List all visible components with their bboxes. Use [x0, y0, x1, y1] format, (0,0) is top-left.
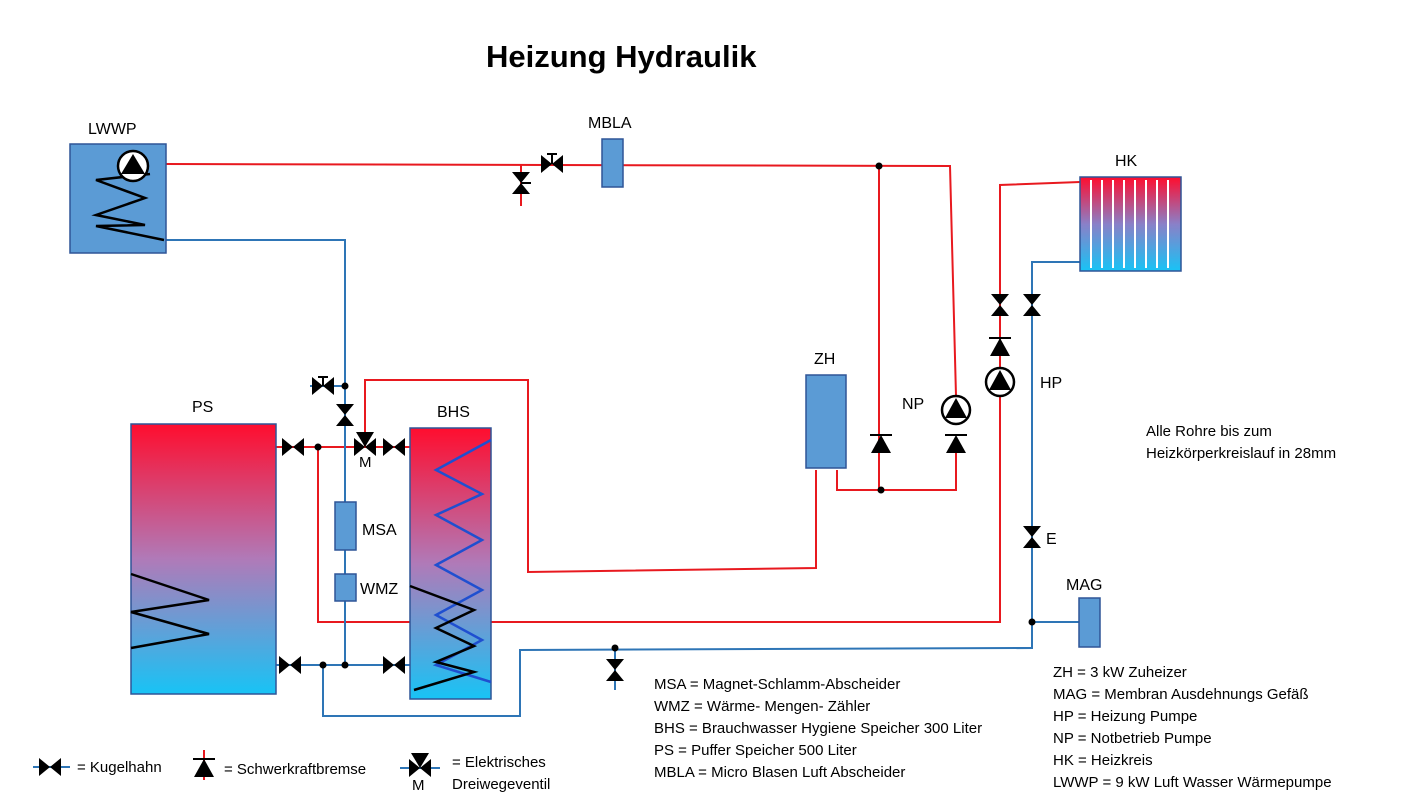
pipe-note-line1: Alle Rohre bis zum	[1146, 423, 1272, 440]
schwerkraftbremse-legend-icon	[192, 758, 216, 778]
hp-pump-icon	[984, 366, 1016, 398]
dreiwegeventil-legend-icon	[411, 753, 429, 768]
mbla-label: MBLA	[588, 115, 632, 132]
abbreviation-list-left: MSA = Magnet-Schlamm-Abscheider WMZ = Wä…	[654, 676, 982, 781]
lwwp-label: LWWP	[88, 121, 137, 138]
bhs-hygiene-tank	[409, 427, 492, 700]
vent-ball-valve-icon	[512, 172, 531, 194]
abbr-left-item: MBLA = Micro Blasen Luft Abscheider	[654, 764, 905, 781]
abbr-right-item: HK = Heizkreis	[1053, 752, 1153, 769]
diagram-title: Heizung Hydraulik	[486, 39, 757, 74]
np-pump-icon	[940, 394, 972, 426]
hk-return-ball-valve-icon	[1023, 294, 1041, 316]
kugelhahn-legend-icon	[39, 758, 61, 776]
ps-label: PS	[192, 399, 213, 416]
legend-kugelhahn: = Kugelhahn	[33, 758, 162, 776]
hp-gravity-brake-icon	[988, 337, 1012, 357]
three-way-valve-icon	[354, 432, 376, 456]
abbr-right-item: LWWP = 9 kW Luft Wasser Wärmepumpe	[1053, 774, 1332, 791]
legend-dreiwegeventil: M = Elektrisches Dreiwegeventil	[400, 753, 550, 794]
msa-label: MSA	[362, 522, 397, 539]
bhs-label: BHS	[437, 404, 470, 421]
msa-separator	[334, 501, 357, 551]
hk-radiator	[1079, 176, 1182, 272]
mbla-separator	[601, 138, 624, 188]
ps-bottom-ball-valve-icon	[279, 656, 301, 674]
abbreviation-list-right: ZH = 3 kW Zuheizer MAG = Membran Ausdehn…	[1053, 664, 1332, 791]
wmz-heat-meter	[334, 573, 357, 602]
hp-label: HP	[1040, 375, 1062, 392]
np-label: NP	[902, 396, 924, 413]
three-way-valve-m-label: M	[359, 454, 372, 471]
abbr-left-item: PS = Puffer Speicher 500 Liter	[654, 742, 857, 759]
abbr-right-item: NP = Notbetrieb Pumpe	[1053, 730, 1212, 747]
bhs-top-ball-valve-icon	[383, 438, 405, 456]
legend-schwerkraftbremse: = Schwerkraftbremse	[192, 750, 366, 780]
pipe-note-line2: Heizkörperkreislauf in 28mm	[1146, 445, 1336, 462]
legend-dreiwege-m: M	[412, 777, 425, 794]
return-ball-valve-icon	[336, 404, 354, 426]
wmz-label: WMZ	[360, 581, 398, 598]
ps-buffer-tank	[130, 423, 277, 695]
e-ball-valve-icon	[1023, 526, 1041, 548]
e-label: E	[1046, 531, 1057, 548]
legend-schwerkraftbremse-text: = Schwerkraftbremse	[224, 761, 366, 778]
bhs-bottom-ball-valve-icon	[383, 656, 405, 674]
np-gravity-brake-icon	[944, 434, 968, 454]
drain-ball-valve-icon	[606, 659, 624, 681]
hk-supply-ball-valve-icon	[991, 294, 1009, 316]
legend-kugelhahn-text: = Kugelhahn	[77, 759, 162, 776]
supply-pipes	[165, 163, 1081, 623]
mbla-ball-valve-icon	[541, 153, 563, 173]
return-pipes	[166, 239, 1080, 717]
abbr-right-item: MAG = Membran Ausdehnungs Gefäß	[1053, 686, 1309, 703]
zh-label: ZH	[814, 351, 835, 368]
zh-gravity-brake-icon	[869, 434, 893, 454]
mag-expansion-vessel	[1078, 597, 1101, 648]
hk-label: HK	[1115, 153, 1138, 170]
mag-label: MAG	[1066, 577, 1102, 594]
legend-dreiwege-line1: = Elektrisches	[452, 754, 546, 771]
ps-top-ball-valve-icon	[282, 438, 304, 456]
junction-dots	[314, 162, 1036, 669]
lwwp-heat-pump	[69, 143, 167, 254]
abbr-left-item: MSA = Magnet-Schlamm-Abscheider	[654, 676, 900, 693]
abbr-right-item: ZH = 3 kW Zuheizer	[1053, 664, 1187, 681]
legend-dreiwege-line2: Dreiwegeventil	[452, 776, 550, 793]
abbr-left-item: WMZ = Wärme- Mengen- Zähler	[654, 698, 870, 715]
zh-auxiliary-heater	[805, 374, 847, 469]
abbr-right-item: HP = Heizung Pumpe	[1053, 708, 1197, 725]
abbr-left-item: BHS = Brauchwasser Hygiene Speicher 300 …	[654, 720, 982, 737]
